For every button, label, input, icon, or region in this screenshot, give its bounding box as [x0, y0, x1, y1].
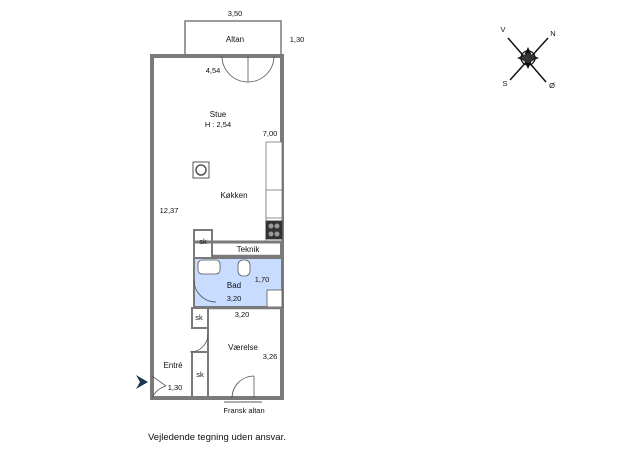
- dim-total-length: 12,37: [160, 206, 179, 215]
- altan-door-left: [221, 55, 249, 83]
- dim-vaerelse-width: 3,20: [235, 310, 250, 319]
- dim-bad-depth: 1,70: [255, 275, 270, 284]
- room-stue-height: H : 2,54: [205, 120, 231, 129]
- dim-stue-width: 4,54: [206, 66, 221, 75]
- compass-west: V: [500, 25, 505, 34]
- disclaimer-note: Vejledende tegning uden ansvar.: [148, 432, 286, 443]
- dim-altan-depth: 1,30: [290, 35, 305, 44]
- bathroom-door: [193, 279, 217, 303]
- entry-arrow-icon: [136, 375, 148, 389]
- compass-east: Ø: [549, 81, 555, 90]
- dim-stue-side: 7,00: [263, 129, 278, 138]
- compass-south: S: [502, 79, 507, 88]
- dim-vaerelse-depth: 3,26: [263, 352, 278, 361]
- closet-label-2: sk: [195, 313, 203, 322]
- room-entre: Entré: [163, 361, 183, 370]
- washer: [266, 289, 283, 308]
- stove: [265, 220, 283, 240]
- altan-door-right: [247, 55, 275, 83]
- dim-altan-width: 3,50: [228, 9, 243, 18]
- compass-north: N: [550, 29, 555, 38]
- toilet: [237, 259, 251, 277]
- room-stue: Stue: [210, 110, 227, 119]
- fransk-altan-door: [231, 375, 255, 399]
- sink: [265, 189, 283, 219]
- entry-door: [151, 385, 167, 399]
- room-teknik: Teknik: [237, 245, 261, 254]
- closet-label-1: sk: [199, 237, 207, 246]
- room-vaerelse: Værelse: [228, 343, 258, 352]
- compass-icon: [507, 37, 549, 83]
- vaerelse-door: [189, 333, 209, 353]
- dim-entre-width: 1,30: [168, 383, 183, 392]
- closet-label-3: sk: [196, 370, 204, 379]
- wash-basin: [197, 259, 221, 275]
- dim-bad-width: 3,20: [227, 294, 242, 303]
- room-bad: Bad: [227, 281, 241, 290]
- room-altan: Altan: [226, 35, 244, 44]
- apartment-outer-wall: [150, 54, 284, 400]
- label-fransk-altan: Fransk altan: [223, 406, 264, 415]
- room-kokken: Køkken: [220, 191, 247, 200]
